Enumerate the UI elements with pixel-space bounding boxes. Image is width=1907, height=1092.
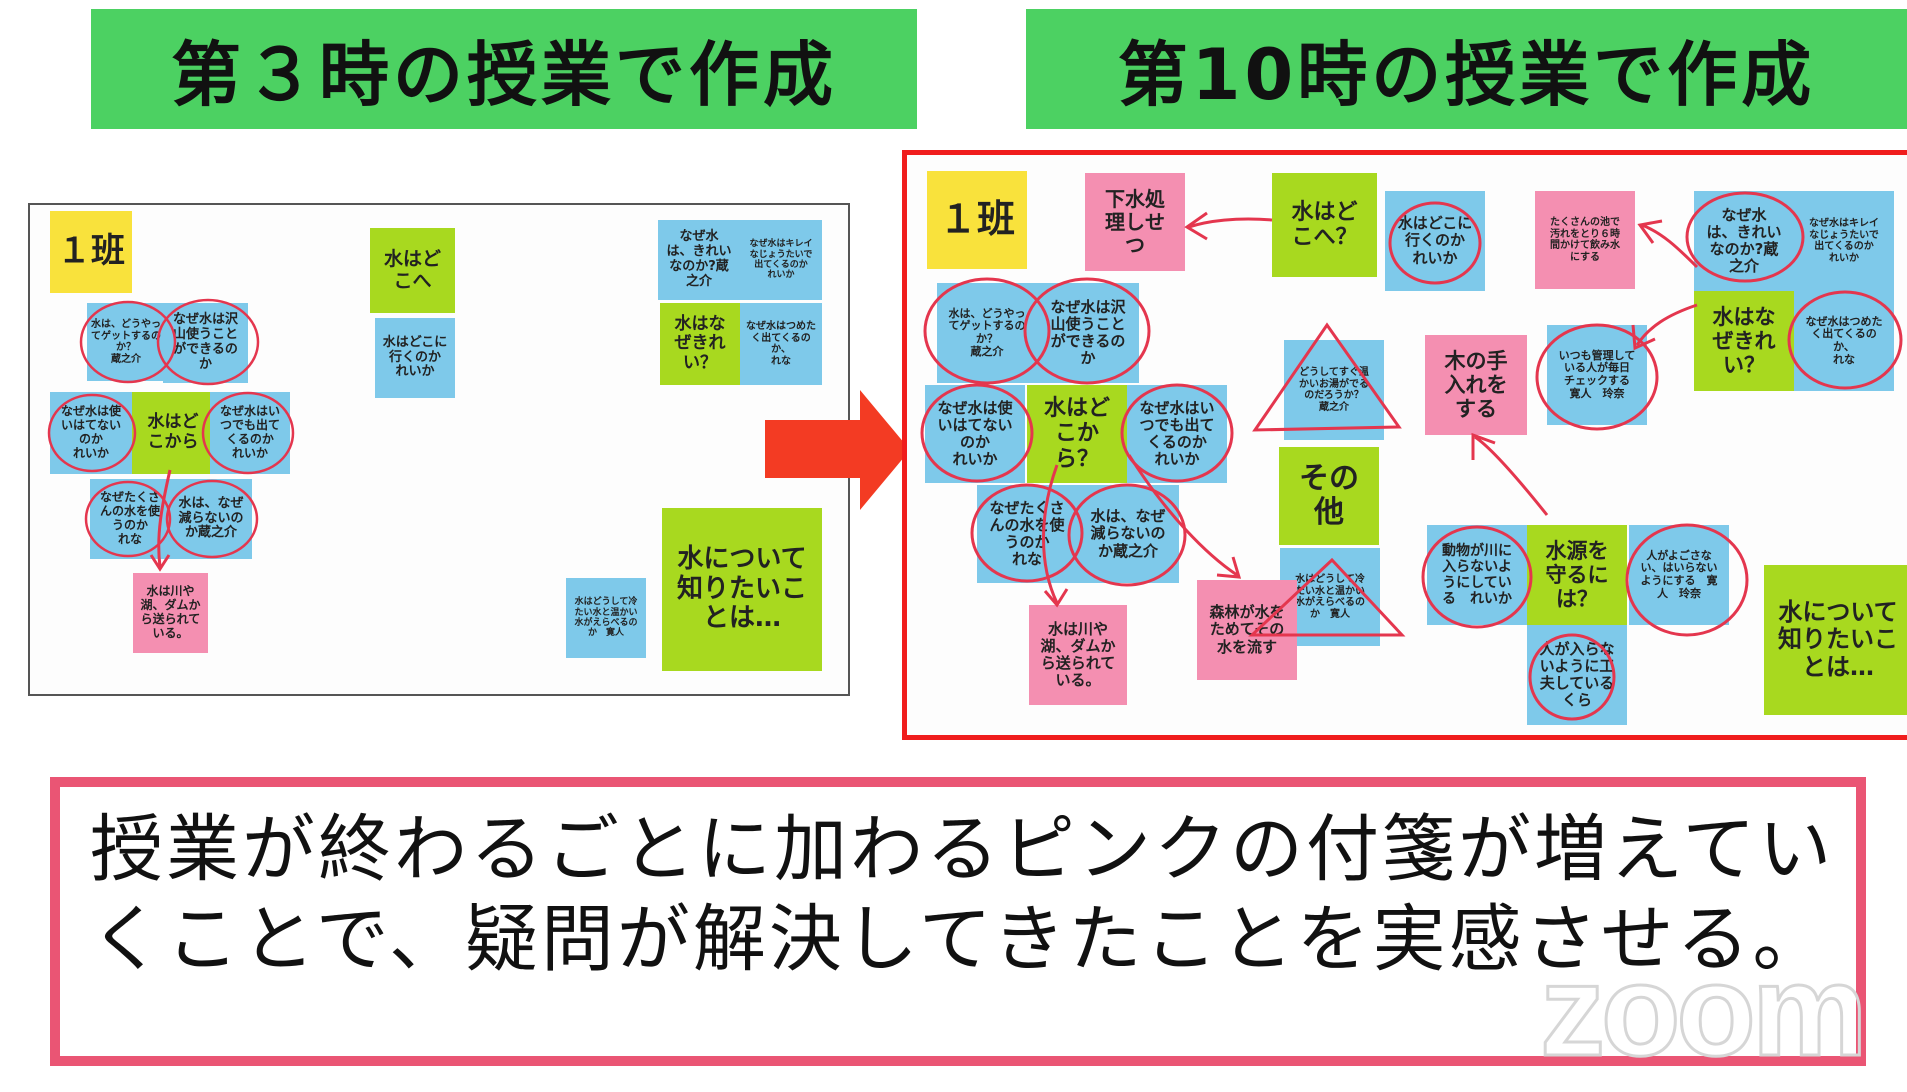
note-category: 水はど こか ら？: [1027, 385, 1127, 483]
note-question: 動物が川に 入らないよ うにしてい る れいか: [1427, 525, 1527, 625]
note-category: 水源を 守るに は？: [1527, 525, 1627, 625]
note-question: 水はどこに 行くのか れいか: [375, 318, 455, 398]
note-answer: 下水処 理しせ つ: [1085, 173, 1185, 271]
note-question: なぜ水はキレイ なじょうたいで 出てくるのか れいか: [740, 220, 822, 300]
note-question: なぜ水はい つでも出て くるのか れいか: [210, 392, 290, 474]
note-question: なぜ水 は、きれい なのか?蔵 之介: [1694, 191, 1794, 291]
annotation-text: 授業が終わるごとに加わるピンクの付箋が増えていくことで、疑問が解決してきたことを…: [90, 807, 1835, 982]
note-question: なぜ水 は、きれい なのか?蔵 之介: [658, 220, 740, 300]
note-question: なぜ水は使 いはてない のか れいか: [50, 392, 132, 474]
note-question: なぜ水は沢 山使うこと ができるの か: [163, 303, 248, 383]
note-category: 水はな ぜきれ い？: [660, 303, 740, 385]
note-question: 水はどこに 行くのか れいか: [1385, 191, 1485, 291]
zoom-watermark: zoom: [1538, 936, 1868, 1085]
note-question: なぜ水はい つでも出て くるのか れいか: [1127, 385, 1227, 483]
note-question: なぜ水は使 いはてない のか れいか: [925, 385, 1025, 483]
note-topic: 水について 知りたいこ とは…: [1764, 565, 1907, 715]
note-category: 水はな ぜきれ い？: [1694, 291, 1794, 391]
note-category: 水はど こへ？: [1272, 173, 1377, 277]
note-category: 水はど こから: [132, 392, 214, 474]
note-question: 人が入らな いように工 夫している くら: [1527, 625, 1627, 725]
note-question: なぜたくさ んの水を使 うのか れな: [977, 485, 1077, 583]
note-category: その 他: [1279, 447, 1379, 545]
note-answer: たくさんの池で 汚れをとり６時 間かけて飲み水 にする: [1535, 191, 1635, 289]
note-category: 水はど こへ: [370, 228, 455, 313]
note-answer: 水は川や 湖、ダムか ら送られて いる。: [133, 573, 208, 653]
note-question: なぜ水はキレイ なじょうたいで 出てくるのか れいか: [1794, 191, 1894, 291]
note-answer: 水は川や 湖、ダムか ら送られて いる。: [1029, 605, 1127, 705]
board-lesson-3: １班 水はど こへ 水はどこに 行くのか れいか 水は、どうやっ てゲットするの…: [28, 203, 850, 696]
note-question: 水はどうして冷 たい水と温かい 水がえらべるの か 寛人: [566, 578, 646, 658]
note-question: 水は、どうやっ てゲットするの か？ 蔵之介: [937, 283, 1037, 383]
note-question: なぜ水は沢 山使うこと ができるの か: [1037, 283, 1139, 383]
note-question: なぜ水はつめた く出てくるの か、 れな: [740, 303, 822, 385]
board-lesson-10: １班 下水処 理しせ つ 水はど こへ？ 水はどこに 行くのか れいか たくさん…: [902, 150, 1907, 740]
note-question: 水は、どうやっ てゲットするの か？ 蔵之介: [87, 303, 165, 381]
note-question: なぜ水はつめた く出てくるの か、 れな: [1794, 291, 1894, 391]
note-group-label: １班: [927, 171, 1027, 269]
note-question: いつも管理して いる人が毎日 チェックする 寛人 玲奈: [1547, 325, 1647, 425]
note-question: なぜたくさ んの水を使 うのか れな: [90, 479, 170, 559]
note-question: どうしてすぐ温 かいお湯がでる のだろうか？ 蔵之介: [1284, 340, 1384, 440]
header-left: 第３時の授業で作成: [91, 9, 917, 129]
annotation-box: 授業が終わるごとに加わるピンクの付箋が増えていくことで、疑問が解決してきたことを…: [50, 777, 1866, 1066]
note-group-label: １班: [50, 211, 132, 293]
note-question: 水は、なぜ 減らないの か蔵之介: [170, 479, 252, 559]
header-right: 第10時の授業で作成: [1026, 9, 1907, 129]
note-topic: 水について 知りたいこ とは…: [662, 508, 822, 671]
note-question: 人がよごさな い、はいらない ようにする 寛 人 玲奈: [1629, 525, 1729, 625]
note-answer: 森林が水を ためてその 水を流す: [1197, 580, 1297, 680]
note-question: 水は、なぜ 減らないの か蔵之介: [1077, 485, 1179, 583]
note-answer: 木の手 入れを する: [1425, 335, 1527, 435]
